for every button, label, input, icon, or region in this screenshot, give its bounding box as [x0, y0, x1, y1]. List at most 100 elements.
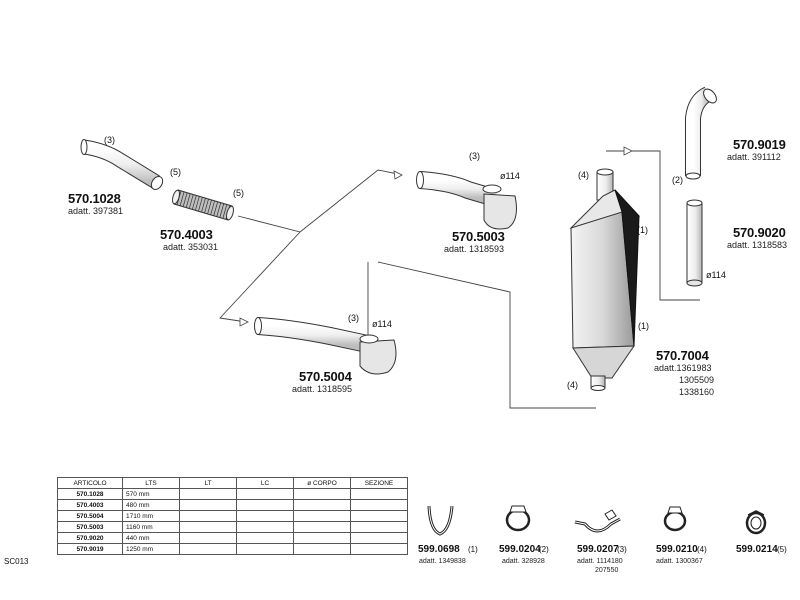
cell-lts: 1250 mm [122, 543, 180, 555]
cell-empty [236, 488, 294, 500]
cell-empty [350, 532, 408, 544]
diameter-570-5003: ø114 [500, 171, 520, 181]
flex-hose-rib [195, 196, 200, 211]
adatt-570-7004: adatt.1361983 [654, 363, 712, 373]
flex-hose-rib [182, 192, 188, 207]
cell-empty [179, 499, 237, 511]
col-lc: LC [236, 477, 294, 489]
flex-hose-rib [213, 201, 219, 216]
clamp-qty-599-0698: (1) [468, 545, 478, 554]
connector-lines [219, 150, 700, 409]
flex-hose-rib [222, 204, 228, 219]
cell-empty [236, 543, 294, 555]
cell-empty [350, 543, 408, 555]
col-corpo: ø CORPO [293, 477, 351, 489]
arrow-5004 [239, 317, 249, 327]
cell-lts: 1710 mm [122, 510, 180, 522]
clamp-599-0207-icon [574, 509, 621, 533]
cell-empty [179, 521, 237, 533]
part-number-570-7004: 570.7004 [656, 348, 709, 363]
flex-hose-rib [219, 203, 225, 218]
qty-570-7004-top: (4) [578, 170, 589, 180]
flex-hose-rib [210, 200, 216, 215]
qty-570-1028: (3) [104, 135, 115, 145]
cell-empty [350, 521, 408, 533]
cell-lts: 440 mm [122, 532, 180, 544]
clamp-qty-599-0204: (2) [539, 545, 549, 554]
clamp-number-599-0698: 599.0698 [418, 544, 460, 555]
clamp-qty-599-0207: (3) [617, 545, 627, 554]
qty-570-5004: (3) [348, 313, 359, 323]
qty-570-7004-side-b: (1) [638, 321, 649, 331]
cell-articolo: 570.5004 [57, 510, 123, 522]
tailpipe-570-9019 [685, 86, 717, 180]
adatt-570-5003: adatt. 1318593 [444, 244, 505, 254]
cell-lts: 570 mm [122, 488, 180, 500]
part-number-570-9020: 570.9020 [733, 225, 786, 240]
adatt-570-7004-2: 1305509 [679, 375, 715, 385]
cell-empty [350, 488, 408, 500]
col-sezione: SEZIONE [350, 477, 408, 489]
connector-5003-to-muffler [377, 261, 596, 409]
cell-empty [179, 532, 237, 544]
spec-table-header: ARTICOLO LTS LT LC ø CORPO SEZIONE [57, 477, 408, 489]
adatt-570-9019: adatt. 391112 [727, 152, 781, 162]
clamp-adatt-599-0207-2: 207550 [595, 567, 619, 574]
qty-570-9019: (2) [672, 175, 683, 185]
qty-570-7004-bottom: (4) [567, 380, 578, 390]
cell-empty [293, 499, 351, 511]
clamp-599-0210-icon [663, 506, 687, 532]
connector-5004-to-5003 [299, 169, 399, 233]
cell-lts: 480 mm [122, 499, 180, 511]
clamp-qty-599-0214: (5) [777, 545, 787, 554]
part-number-570-1028: 570.1028 [68, 191, 121, 206]
flex-hose-rib [188, 194, 194, 209]
table-row: 570.9020 440 mm [57, 532, 408, 544]
pipe-570-5004 [254, 317, 397, 375]
table-row: 570.9019 1250 mm [57, 543, 408, 555]
clamp-599-0204-icon [505, 505, 531, 532]
table-row: 570.5004 1710 mm [57, 510, 408, 522]
pipe-570-5003 [416, 171, 517, 230]
cell-empty [350, 510, 408, 522]
flex-hose-rib [207, 199, 212, 214]
cell-articolo: 570.4003 [57, 499, 123, 511]
cell-empty [293, 543, 351, 555]
part-number-570-4003: 570.4003 [160, 227, 213, 242]
flex-hose-rib [201, 197, 206, 213]
pipe-570-1028 [80, 139, 164, 191]
clamp-qty-599-0210: (4) [697, 545, 707, 554]
clamp-599-0214-icon [745, 510, 767, 535]
flex-hose-rib [204, 198, 209, 213]
arrow-5003 [393, 170, 403, 180]
table-row: 570.5003 1160 mm [57, 521, 408, 533]
col-lts: LTS [122, 477, 180, 489]
clamp-adatt-599-0698: adatt. 1349838 [419, 558, 466, 565]
muffler-570-7004 [569, 168, 640, 391]
cell-empty [179, 510, 237, 522]
connector-muffler-to-9020 [606, 150, 700, 301]
col-articolo: ARTICOLO [57, 477, 123, 489]
part-number-570-5004: 570.5004 [299, 369, 352, 384]
cell-articolo: 570.9019 [57, 543, 123, 555]
col-lt: LT [179, 477, 237, 489]
qty-570-4003-b: (5) [233, 188, 244, 198]
cell-articolo: 570.9020 [57, 532, 123, 544]
cell-empty [350, 499, 408, 511]
cell-articolo: 570.1028 [57, 488, 123, 500]
diameter-570-5004: ø114 [372, 319, 392, 329]
adatt-570-5004: adatt. 1318595 [292, 384, 353, 394]
adatt-570-4003: adatt. 353031 [163, 242, 219, 252]
adatt-570-7004-3: 1338160 [679, 387, 715, 397]
flex-hose-rib [192, 195, 197, 210]
table-row: 570.4003 480 mm [57, 499, 408, 511]
cell-empty [236, 532, 294, 544]
qty-570-4003-a: (5) [170, 167, 181, 177]
cell-empty [236, 510, 294, 522]
diameter-570-9020: ø114 [706, 270, 726, 280]
qty-570-5003: (3) [469, 151, 480, 161]
flex-hose-rib [198, 196, 203, 212]
part-number-570-9019: 570.9019 [733, 137, 786, 152]
